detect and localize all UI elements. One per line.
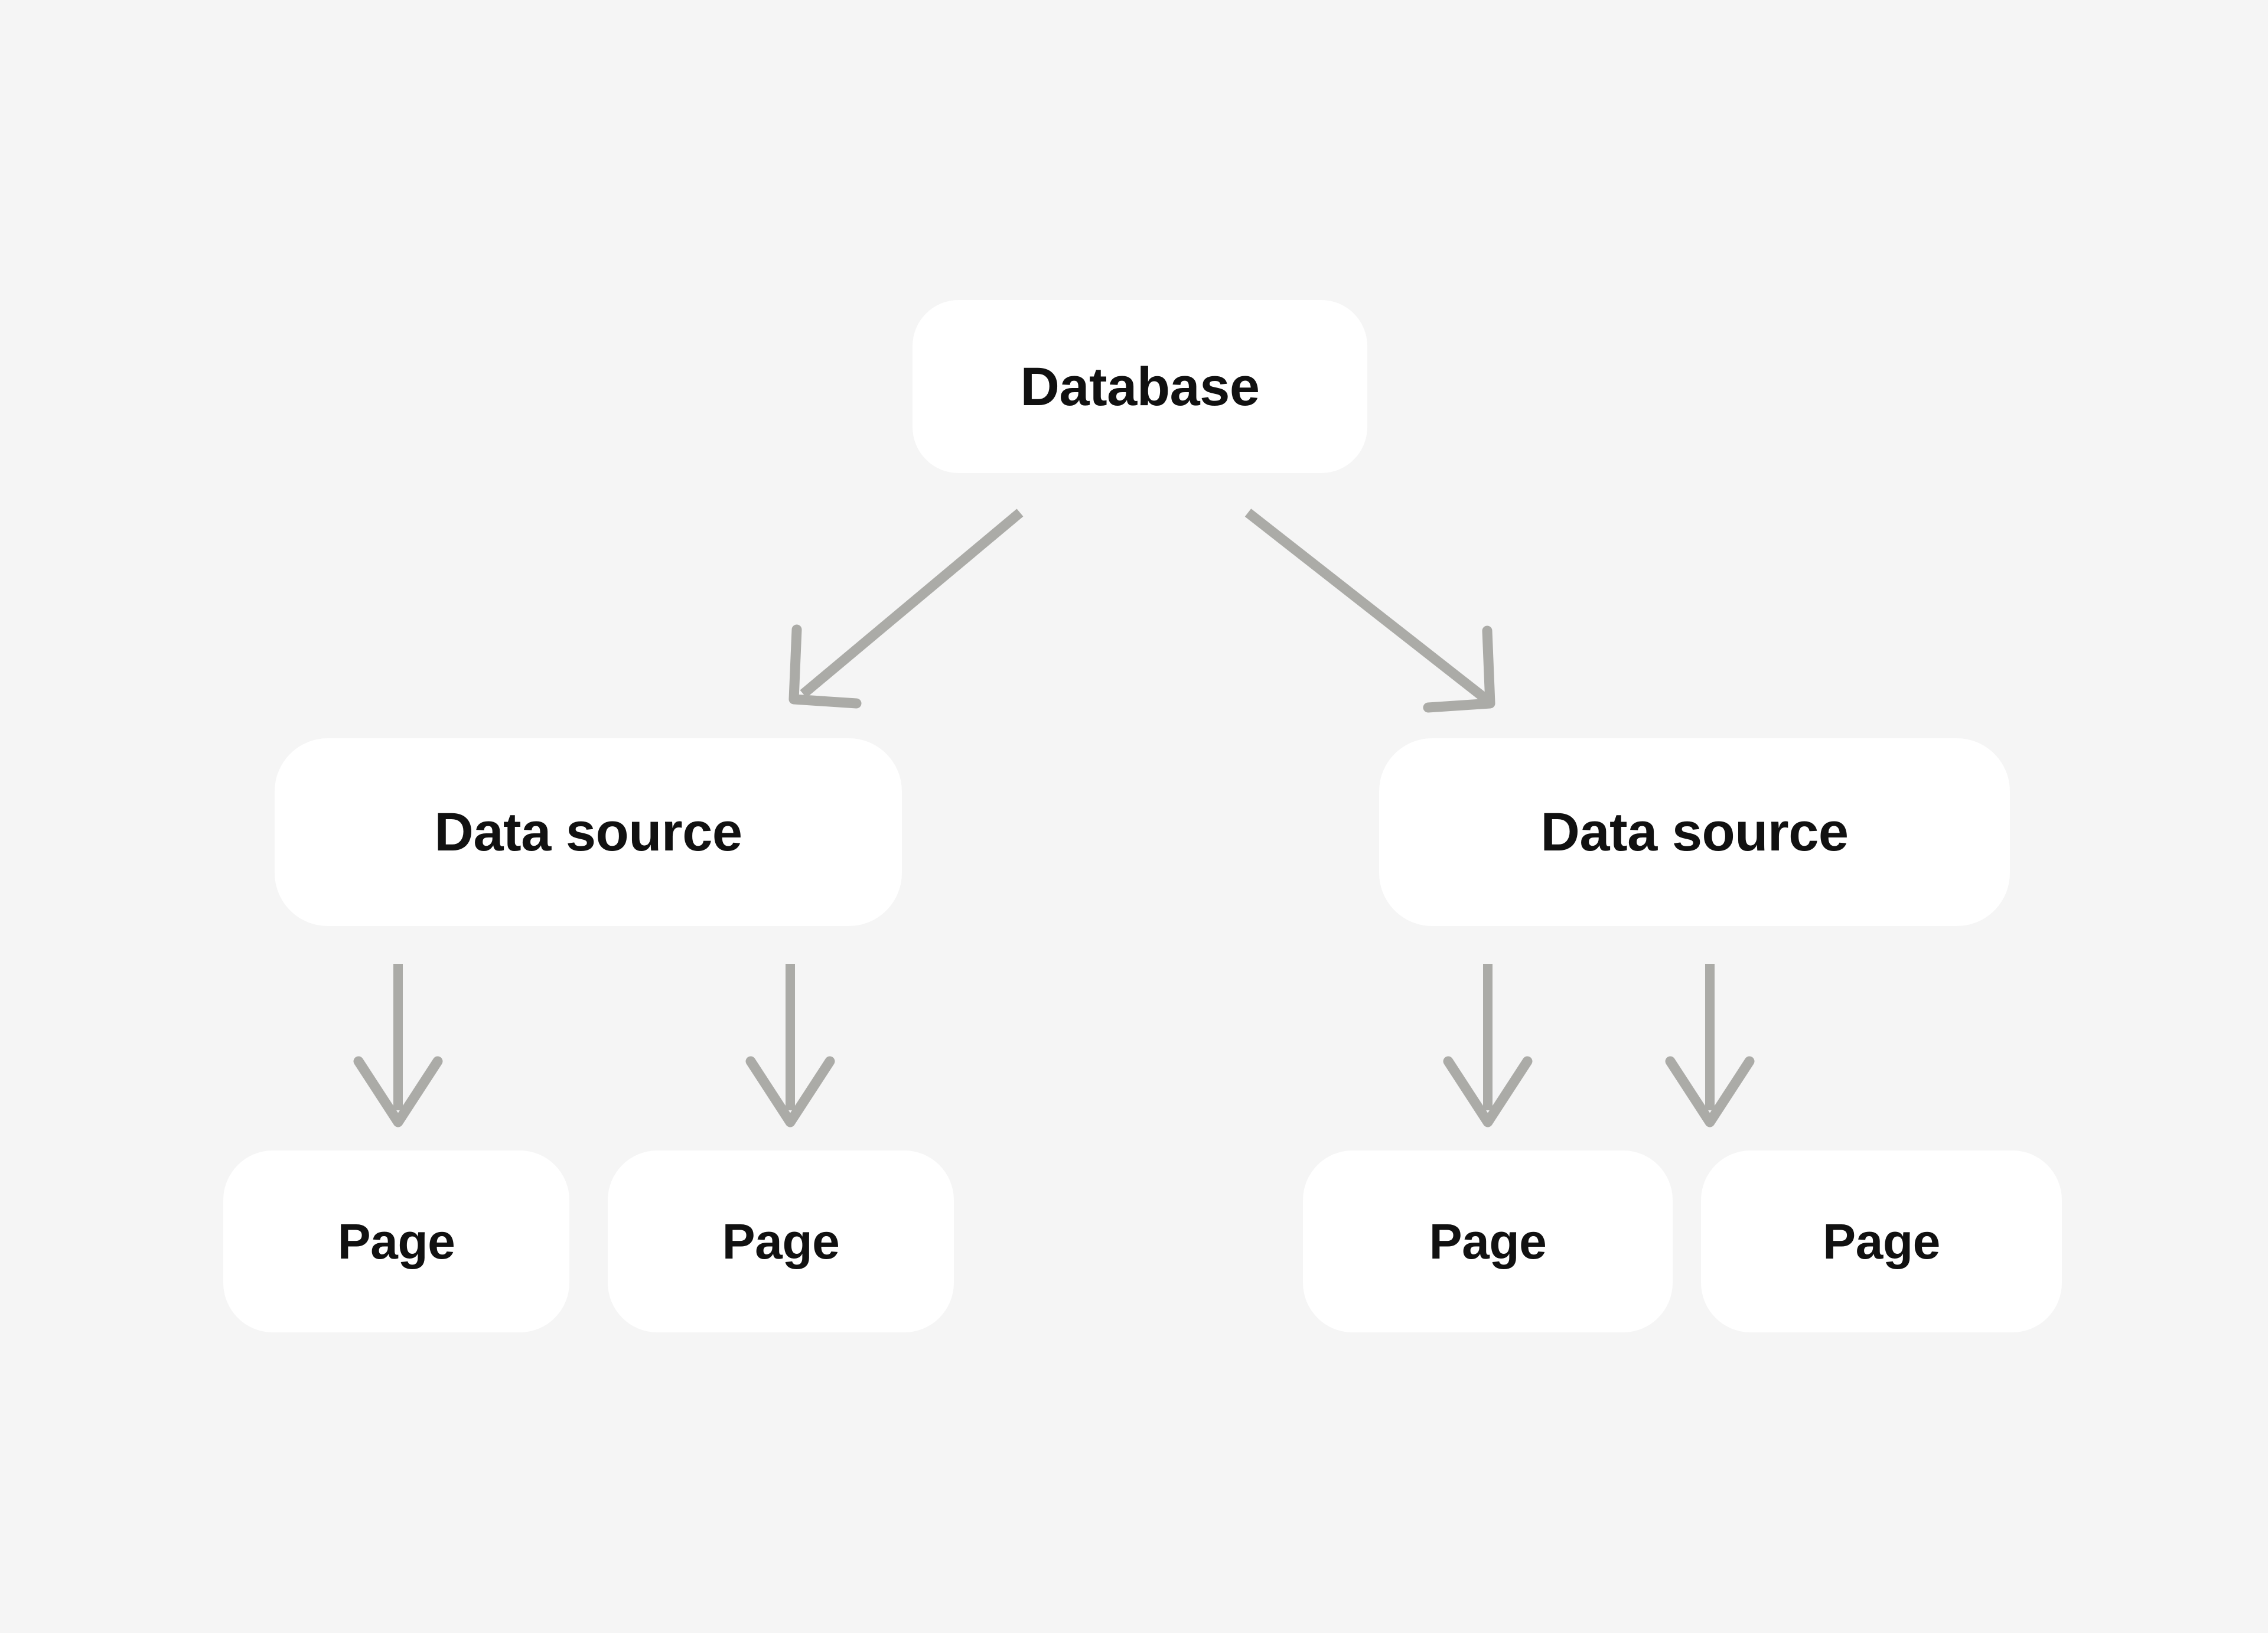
edge-datasource-left-to-page-2 <box>745 964 835 1127</box>
node-page-2-label: Page <box>722 1214 840 1269</box>
edge-datasource-right-to-page-4 <box>1665 964 1755 1127</box>
node-page-3-label: Page <box>1429 1214 1547 1269</box>
node-page-1[interactable]: Page <box>223 1150 569 1332</box>
node-page-4-label: Page <box>1823 1214 1940 1269</box>
edge-database-to-datasource-right <box>1244 509 1495 713</box>
edge-database-to-datasource-left <box>788 509 1024 709</box>
edge-datasource-right-to-page-3 <box>1443 964 1533 1127</box>
node-datasource-right[interactable]: Data source <box>1379 738 2010 926</box>
node-page-1-label: Page <box>337 1214 455 1269</box>
node-datasource-right-label: Data source <box>1540 802 1849 862</box>
edge-datasource-left-to-page-1 <box>353 964 443 1127</box>
node-page-3[interactable]: Page <box>1303 1150 1673 1332</box>
node-datasource-left[interactable]: Data source <box>275 738 902 926</box>
node-page-2[interactable]: Page <box>608 1150 954 1332</box>
node-datasource-left-label: Data source <box>434 802 742 862</box>
node-page-4[interactable]: Page <box>1701 1150 2062 1332</box>
node-database[interactable]: Database <box>913 300 1367 473</box>
node-database-label: Database <box>1020 356 1260 417</box>
